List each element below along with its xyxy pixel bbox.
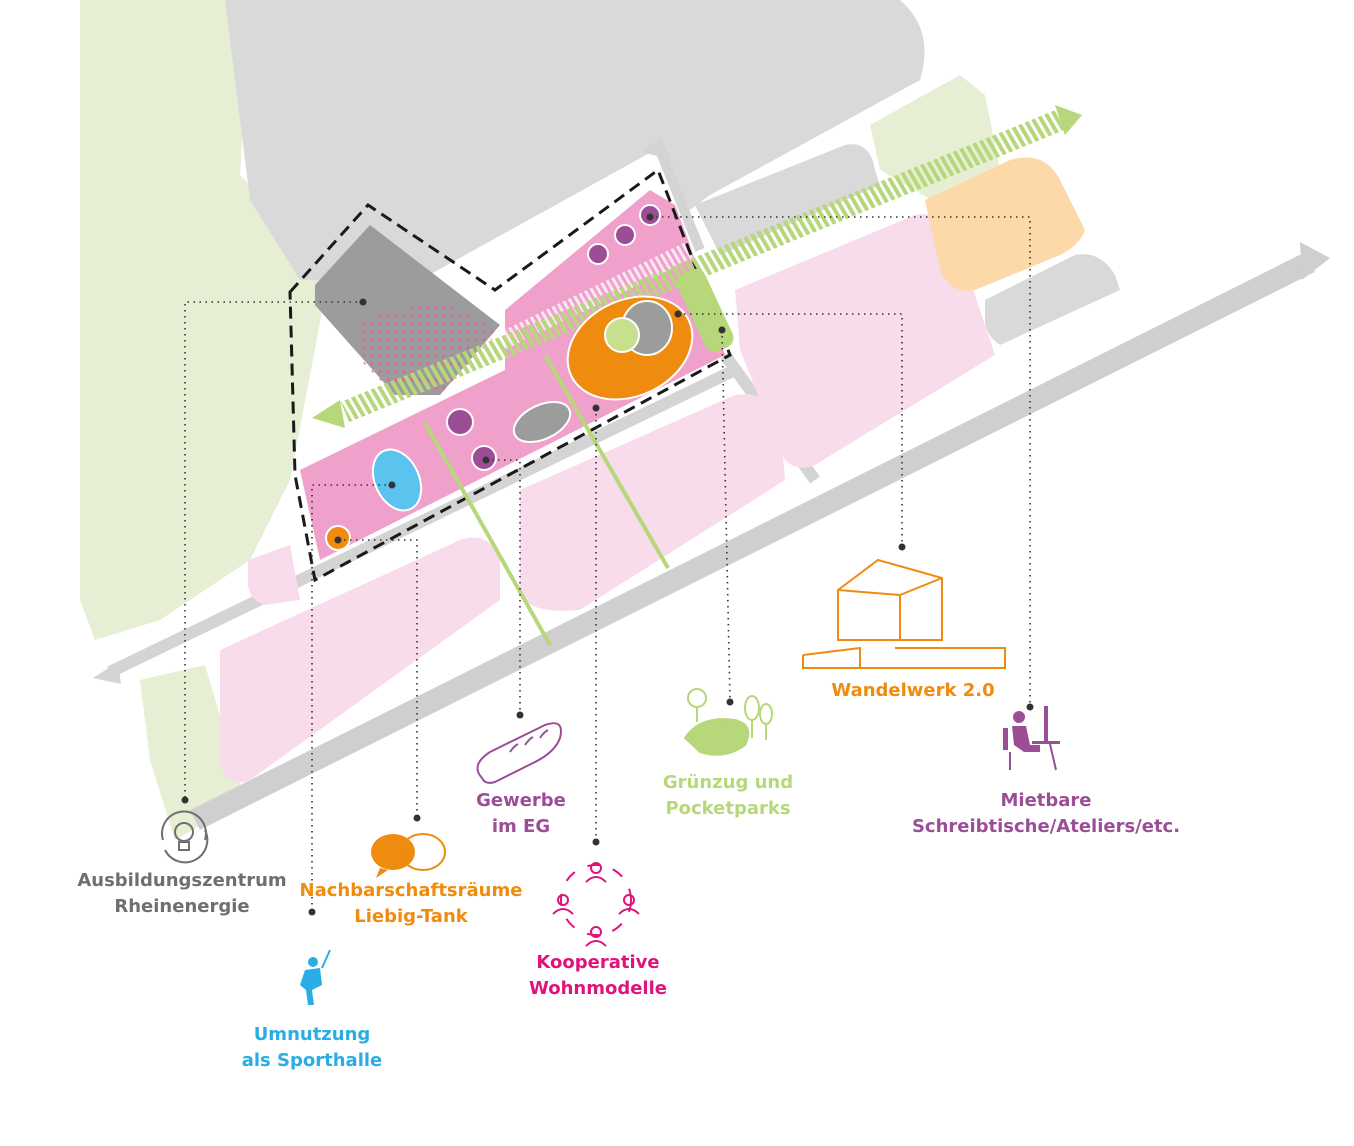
lightbulb-cycle-icon xyxy=(161,810,209,864)
secondary-road xyxy=(107,364,738,678)
bread-icon xyxy=(476,722,562,784)
green-path-1 xyxy=(423,422,552,646)
pink-block-1 xyxy=(220,537,500,783)
leader-dots xyxy=(181,213,1034,916)
road-arrow-west xyxy=(93,662,121,684)
grey-area-small-2 xyxy=(985,254,1120,345)
grey-ellipse xyxy=(512,401,572,443)
green-corridor-main xyxy=(340,109,1065,423)
label-kooperative: Kooperative Wohnmodelle xyxy=(529,952,667,999)
purple-circle-1 xyxy=(446,408,474,436)
label-gruenzug: Grünzug und Pocketparks xyxy=(662,772,794,819)
green-arrow-east xyxy=(1055,105,1082,135)
label-mietbare: Mietbare Schreibtische/Ateliers/etc. xyxy=(911,790,1181,837)
label-wandelwerk: Wandelwerk 2.0 xyxy=(831,680,995,701)
green-circle-inner xyxy=(604,317,640,353)
grey-area-north xyxy=(225,0,925,280)
purple-circle-4 xyxy=(614,224,636,246)
pink-block-4 xyxy=(248,545,300,605)
label-nachbarschaftsraeume: Nachbarschaftsräume Liebig-Tank xyxy=(299,880,523,927)
climber-icon xyxy=(300,949,331,1005)
speech-bubbles-icon xyxy=(371,833,446,878)
desk-worker-icon xyxy=(1003,706,1060,771)
dotted-area xyxy=(360,300,500,395)
green-arrow-west xyxy=(312,400,345,428)
park-trees-icon xyxy=(683,688,773,756)
main-road xyxy=(190,252,1315,830)
site-boundary xyxy=(288,167,732,583)
green-area-west xyxy=(80,0,330,640)
purple-circle-3 xyxy=(587,243,609,265)
label-ausbildungszentrum: Ausbildungszentrum Rheinenergie xyxy=(77,870,287,917)
people-circle-icon xyxy=(552,862,640,947)
road-arrow-east xyxy=(1300,242,1330,280)
label-gewerbe: Gewerbe im EG xyxy=(476,790,566,837)
grey-area-small-1 xyxy=(695,144,880,255)
leader-lines xyxy=(184,216,1031,910)
label-sporthalle: Umnutzung als Sporthalle xyxy=(241,1024,383,1071)
pink-block-2 xyxy=(520,394,785,611)
road-arrow-north xyxy=(642,138,672,160)
cross-road-2 xyxy=(655,148,705,252)
orange-block xyxy=(925,157,1085,291)
pink-block-3 xyxy=(735,214,995,468)
green-path-2 xyxy=(543,353,670,570)
blue-ellipse xyxy=(371,448,423,512)
building-icon xyxy=(802,558,1006,669)
